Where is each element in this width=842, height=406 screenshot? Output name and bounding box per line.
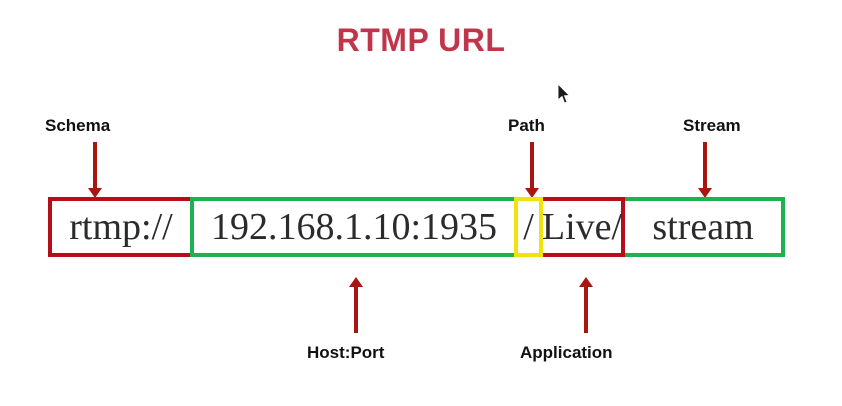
arrow-head (525, 188, 539, 198)
arrow-head (698, 188, 712, 198)
arrow-down-path (525, 142, 539, 198)
url-segment-schema: rtmp:// (48, 197, 194, 257)
label-host-port: Host:Port (307, 343, 385, 362)
arrow-shaft (354, 286, 358, 333)
arrow-down-schema (88, 142, 102, 198)
arrow-head (88, 188, 102, 198)
label-stream: Stream (683, 116, 741, 135)
mouse-cursor-icon (557, 82, 572, 105)
page-title: RTMP URL (336, 22, 506, 58)
label-path: Path (508, 116, 545, 135)
arrow-up-application (579, 277, 593, 333)
url-segment-bar: rtmp:// 192.168.1.10:1935 / Live/ stream (48, 197, 785, 257)
arrow-shaft (530, 142, 534, 189)
url-segment-path: / (514, 197, 543, 257)
arrow-shaft (703, 142, 707, 189)
url-segment-stream: stream (621, 197, 785, 257)
label-application: Application (520, 343, 613, 362)
url-segment-application: Live/ (539, 197, 625, 257)
arrow-down-stream (698, 142, 712, 198)
arrow-shaft (93, 142, 97, 189)
arrow-head (349, 277, 363, 287)
arrow-head (579, 277, 593, 287)
url-segment-host-port: 192.168.1.10:1935 (190, 197, 518, 257)
label-schema: Schema (45, 116, 111, 135)
arrow-up-host-port (349, 277, 363, 333)
arrow-shaft (584, 286, 588, 333)
